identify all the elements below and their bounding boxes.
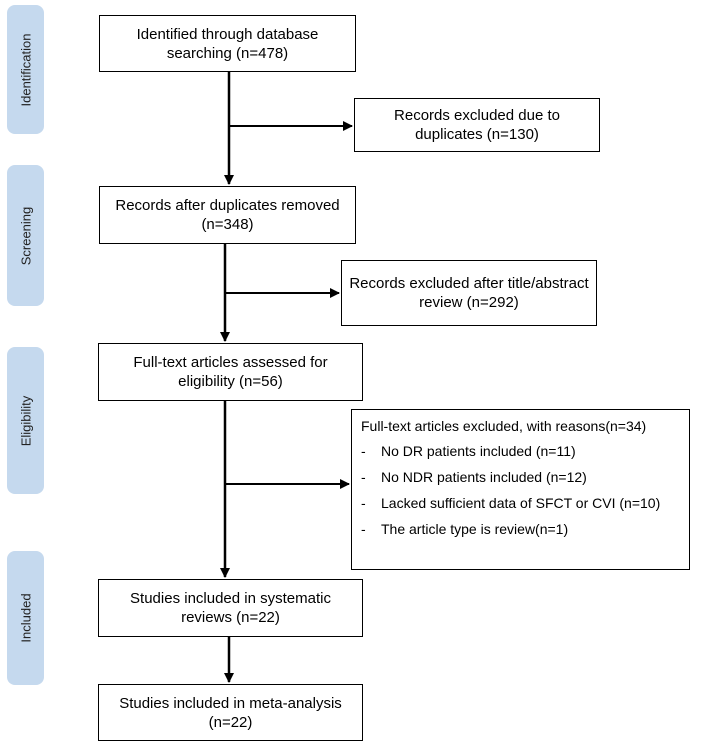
box-identified-text: Identified through database searching (n… (136, 25, 319, 62)
exclusion-reason: -No DR patients included (n=11) (361, 443, 576, 459)
exclusion-reason-text: No DR patients included (n=11) (381, 443, 576, 459)
box-systematic-reviews-text: Studies included in systematic reviews (… (130, 590, 331, 626)
stage-label-screening: Screening (18, 206, 33, 265)
box-identified: Identified through database searching (n… (99, 15, 356, 72)
box-systematic-reviews: Studies included in systematic reviews (… (98, 579, 363, 637)
exclusion-reason-text: No NDR patients included (n=12) (381, 469, 587, 485)
exclusion-reason: -No NDR patients included (n=12) (361, 469, 587, 485)
exclusion-reason-text: Lacked sufficient data of SFCT or CVI (n… (381, 495, 661, 511)
fulltext-excluded-title: Full-text articles excluded, with reason… (361, 418, 647, 434)
stage-label-eligibility: Eligibility (18, 395, 33, 446)
box-duplicates-excluded-text: Records excluded due to duplicates (n=13… (394, 107, 560, 143)
box-fulltext-assessed: Full-text articles assessed for eligibil… (98, 343, 363, 401)
box-duplicates-excluded: Records excluded due to duplicates (n=13… (354, 98, 600, 152)
box-title-abstract-excluded-text: Records excluded after title/abstract re… (349, 275, 589, 311)
stage-screening: Screening (7, 165, 44, 306)
box-meta-analysis-text: Studies included in meta-analysis (n=22) (119, 694, 342, 731)
stage-label-identification: Identification (18, 33, 33, 106)
stage-eligibility: Eligibility (7, 347, 44, 494)
box-after-duplicates-text: Records after duplicates removed (n=348) (115, 197, 340, 233)
stage-label-included: Included (18, 593, 33, 643)
box-title-abstract-excluded: Records excluded after title/abstract re… (341, 260, 597, 326)
box-meta-analysis: Studies included in meta-analysis (n=22) (98, 684, 363, 741)
stage-included: Included (7, 551, 44, 685)
stage-identification: Identification (7, 5, 44, 134)
exclusion-reason: -The article type is review(n=1) (361, 521, 569, 537)
exclusion-reason: -Lacked sufficient data of SFCT or CVI (… (361, 495, 661, 511)
box-fulltext-assessed-text: Full-text articles assessed for eligibil… (133, 354, 328, 390)
box-after-duplicates: Records after duplicates removed (n=348) (99, 186, 356, 244)
box-fulltext-excluded: Full-text articles excluded, with reason… (351, 409, 690, 570)
exclusion-reason-text: The article type is review(n=1) (381, 521, 569, 537)
